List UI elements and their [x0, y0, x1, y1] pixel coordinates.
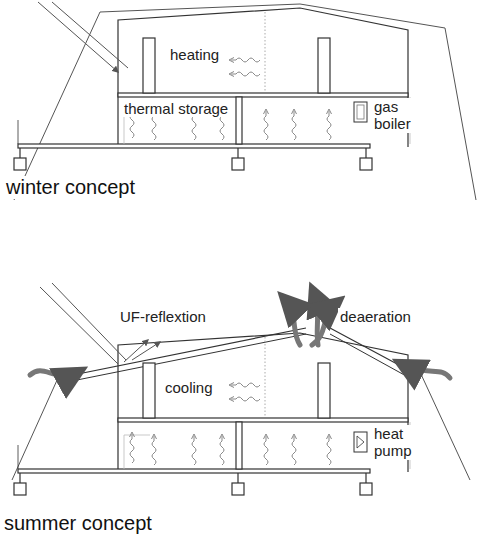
annotation-label: cooling [163, 379, 215, 396]
annotation-label: heating [168, 46, 221, 63]
concept-caption: summer concept [2, 512, 154, 535]
annotation-label: gas boiler [372, 98, 424, 133]
annotation-label: heat pump [372, 425, 424, 460]
annotation-label: deaeration [338, 308, 413, 325]
concept-caption: winter concept [4, 176, 137, 199]
annotation-label: thermal storage [122, 100, 230, 117]
annotation-label: UF-reflextion [118, 308, 208, 325]
